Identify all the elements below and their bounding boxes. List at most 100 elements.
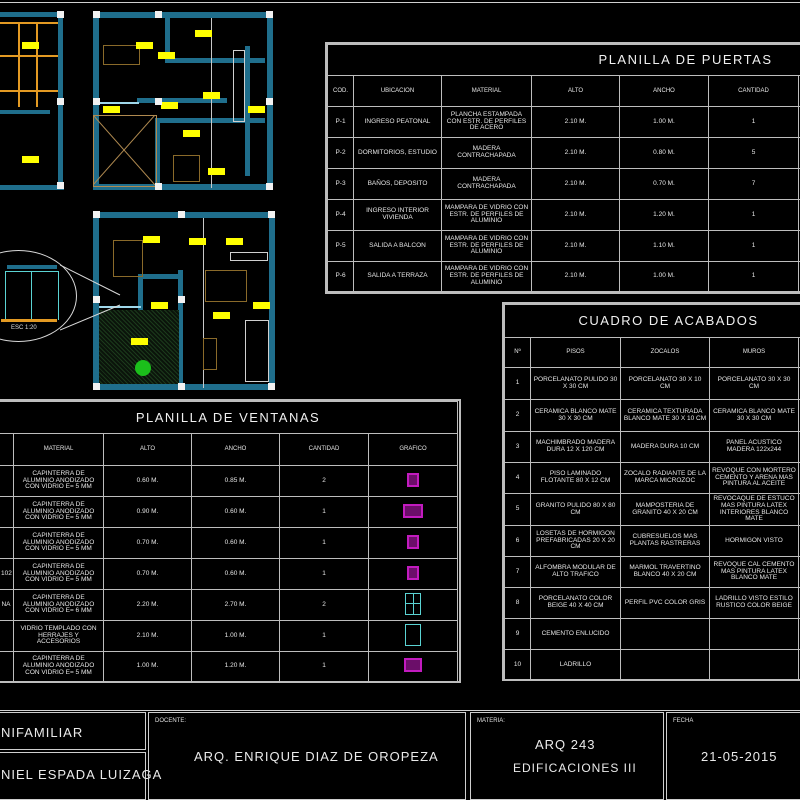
cell: REVOQUE CON MORTERO CEMENTO Y ARENA MAS … xyxy=(709,462,799,494)
cell: 5 xyxy=(708,137,799,169)
cell: 2.70 M. xyxy=(191,589,280,621)
cell: 9 xyxy=(504,618,531,650)
materia-name: EDIFICACIONES III xyxy=(513,761,637,775)
col-header: ALTO xyxy=(531,75,620,107)
puertas-title: PLANILLA DE PUERTAS xyxy=(326,44,800,76)
tree-symbol xyxy=(135,360,151,376)
cell: LOSETAS DE HORMIGON PREFABRICADAS 20 X 2… xyxy=(530,525,621,557)
cell: 0.85 M. xyxy=(191,465,280,497)
cell xyxy=(0,651,14,682)
sheet-border-top xyxy=(0,2,800,3)
table-row: CAPINTERRA DE ALUMINIO ANODIZADO CON VID… xyxy=(0,527,458,559)
col-header: GRAFICO xyxy=(368,433,458,466)
double-window-icon xyxy=(403,503,423,518)
cell xyxy=(0,465,14,497)
cell: 0.70 M. xyxy=(103,527,192,559)
cell: 8 xyxy=(504,587,531,619)
cell: 1 xyxy=(279,496,369,528)
cell: 1.00 M. xyxy=(619,106,709,138)
cell: 4 xyxy=(504,462,531,494)
cell xyxy=(620,618,710,650)
cell: 5 xyxy=(504,493,531,526)
cell: LADRILLO xyxy=(530,649,621,681)
project-cell: NIFAMILIAR xyxy=(0,712,146,750)
cell: 1 xyxy=(279,620,369,652)
cell: 1.00 M. xyxy=(619,261,709,292)
cell: P-1 xyxy=(327,106,354,138)
cell: 3 xyxy=(504,431,531,463)
cell: CERAMICA BLANCO MATE 30 X 30 CM xyxy=(530,399,621,432)
cell: 1 xyxy=(504,367,531,400)
ventanas-title: PLANILLA DE VENTANAS xyxy=(0,401,458,434)
cell: MAMPARA DE VIDRIO CON ESTR. DE PERFILES … xyxy=(441,199,532,231)
four-pane-window-icon xyxy=(405,592,421,615)
cell: 6 xyxy=(504,525,531,557)
cell: 0.60 M. xyxy=(191,558,280,590)
cell: 1 xyxy=(279,651,369,682)
cell: PLANCHA ESTAMPADA CON ESTR. DE PERFILES … xyxy=(441,106,532,138)
window-graphic-cell xyxy=(368,620,458,652)
cell: VIDRIO TEMPLADO CON HERRAJES Y ACCESORIO… xyxy=(13,620,104,652)
fecha-cell: FECHA 21-05-2015 xyxy=(666,712,800,800)
cell: NA xyxy=(0,589,14,621)
cell: INGRESO INTERIOR VIVIENDA xyxy=(353,199,442,231)
materia-code: ARQ 243 xyxy=(535,737,596,752)
docente-label: DOCENTE: xyxy=(155,718,187,724)
cell: 1.10 M. xyxy=(619,230,709,262)
cell: PORCELANATO PULIDO 30 X 30 CM xyxy=(530,367,621,400)
cell: 10 xyxy=(504,649,531,681)
ventanas-frame xyxy=(0,399,461,683)
col-header: ZOCALOS xyxy=(620,337,710,368)
docente-cell: DOCENTE: ARQ. ENRIQUE DIAZ DE OROPEZA xyxy=(148,712,466,800)
student-cell: NIEL ESPADA LUIZAGA xyxy=(0,752,161,800)
col-header: PISOS xyxy=(530,337,621,368)
cell: SALIDA A TERRAZA xyxy=(353,261,442,292)
glass-panel-icon xyxy=(405,623,421,646)
cell: 0.90 M. xyxy=(103,496,192,528)
cell: PANEL ACUSTICO MADERA 122x244 xyxy=(709,431,799,463)
cell: 2.10 M. xyxy=(531,199,620,231)
cell xyxy=(0,496,14,528)
acabados-table: CUADRO DE ACABADOS Nº PISOS ZOCALOS MURO… xyxy=(503,304,800,681)
cell: P-3 xyxy=(327,168,354,200)
cell: 1.00 M. xyxy=(103,651,192,682)
floor-plan-ground xyxy=(93,210,275,390)
cell: ALFOMBRA MODULAR DE ALTO TRAFICO xyxy=(530,556,621,588)
col-header: UBICACION xyxy=(353,75,442,107)
cell: LADRILLO VISTO ESTILO RUSTICO COLOR BEIG… xyxy=(709,587,799,619)
cell: CAPINTERRA DE ALUMINIO ANODIZADO CON VID… xyxy=(13,589,104,621)
cell xyxy=(0,527,14,559)
cell: P-4 xyxy=(327,199,354,231)
cell: P-2 xyxy=(327,137,354,169)
cell xyxy=(709,649,799,681)
col-header: MATERIAL xyxy=(13,433,104,466)
materia-cell: MATERIA: ARQ 243 EDIFICACIONES III xyxy=(470,712,664,800)
cell: 2.10 M. xyxy=(531,230,620,262)
fecha-label: FECHA xyxy=(673,718,694,724)
cell: MADERA CONTRACHAPADA xyxy=(441,168,532,200)
cell: PORCELANATO COLOR BEIGE 40 X 40 CM xyxy=(530,587,621,619)
cell: DORMITORIOS, ESTUDIO xyxy=(353,137,442,169)
window-graphic-cell xyxy=(368,496,458,528)
window-graphic-cell xyxy=(368,465,458,497)
title-block-border xyxy=(0,710,800,711)
cell: 0.80 M. xyxy=(619,137,709,169)
cell: MAMPOSTERIA DE GRANITO 40 X 20 CM xyxy=(620,493,710,526)
window-graphic-cell xyxy=(368,651,458,682)
cell: CAPINTERRA DE ALUMINIO ANODIZADO CON VID… xyxy=(13,558,104,590)
cell: PORCELANATO 30 X 10 CM xyxy=(620,367,710,400)
cell: MAMPARA DE VIDRIO CON ESTR. DE PERFILES … xyxy=(441,230,532,262)
cell: CERAMICA BLANCO MATE 30 X 30 CM xyxy=(709,399,799,432)
floor-plan-left-partial xyxy=(0,10,64,190)
cell: ZOCALO RADIANTE DE LA MARCA MICROZOC xyxy=(620,462,710,494)
cell: MARMOL TRAVERTINO BLANCO 40 X 20 CM xyxy=(620,556,710,588)
cell: PORCELANATO 30 X 30 CM xyxy=(709,367,799,400)
